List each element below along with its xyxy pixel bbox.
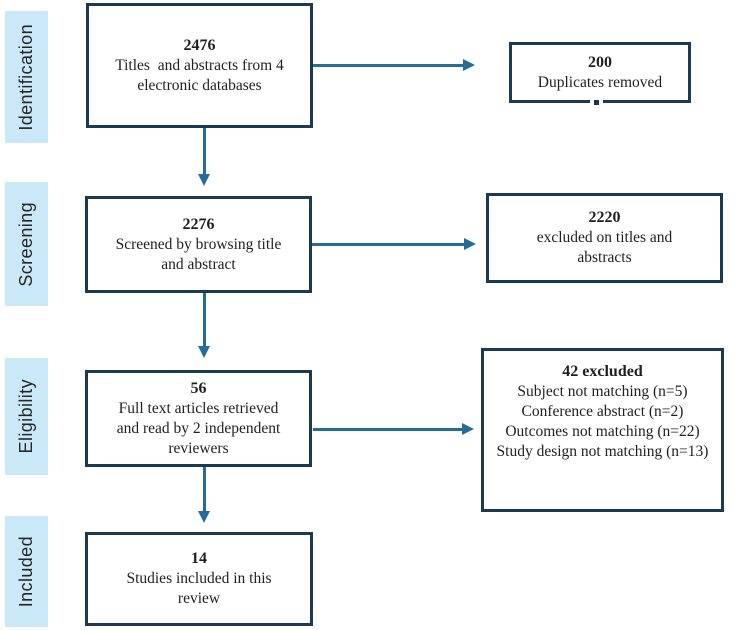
stage-label-included-text: Included [16,535,36,608]
stage-label-eligibility: Eligibility [5,358,48,475]
records-identified-line: electronic databases [137,76,262,94]
border-notch-dash [594,101,599,105]
box-records-identified: 2476 Titles and abstracts from 4 electro… [86,3,313,128]
stage-label-eligibility-text: Eligibility [16,379,36,454]
records-identified-line: Titles and abstracts from 4 [115,56,284,74]
records-screened-count: 2276 [182,215,215,233]
stage-label-identification-text: Identification [16,23,36,131]
arrow-to-fulltext-excluded-head [462,423,474,435]
records-screened-line: Screened by browsing title [115,235,282,253]
border-notch-gap [590,100,594,104]
arrow-to-duplicates-shaft [313,64,463,67]
box-fulltext-reviewed: 56 Full text articles retrieved and read… [85,370,312,467]
records-excluded-line: abstracts [577,249,632,266]
fulltext-excluded-reason: Outcomes not matching (n=22) [505,423,700,440]
box-records-excluded: 2220 excluded on titles and abstracts [486,193,723,283]
duplicates-removed-line: Duplicates removed [537,73,663,91]
fulltext-reviewed-line: Full text articles retrieved [118,399,279,417]
box-studies-included: 14 Studies included in this review [85,532,313,626]
stage-label-included: Included [5,516,48,627]
records-excluded-line: excluded on titles and [536,229,673,246]
arrow-screening-to-eligibility-shaft [203,293,206,346]
records-identified-count: 2476 [183,36,216,54]
box-duplicates-removed: 200 Duplicates removed [509,42,691,103]
arrow-to-records-excluded-shaft [312,243,464,246]
studies-included-line: review [177,590,221,607]
arrow-eligibility-to-included-head [198,511,210,523]
fulltext-reviewed-count: 56 [190,379,207,397]
stage-label-identification: Identification [5,11,48,143]
arrow-to-duplicates-head [463,59,475,71]
records-excluded-count: 2220 [588,209,621,226]
arrow-identification-to-screening-head [198,174,210,186]
arrow-identification-to-screening-shaft [203,128,206,174]
box-records-screened: 2276 Screened by browsing title and abst… [85,196,312,293]
arrow-to-records-excluded-head [464,238,476,250]
studies-included-line: Studies included in this [126,570,272,587]
stage-label-screening-text: Screening [16,201,36,287]
records-screened-line: and abstract [161,255,236,273]
box-fulltext-excluded: 42 excluded Subject not matching (n=5) C… [481,348,724,512]
stage-label-screening: Screening [5,182,48,306]
fulltext-excluded-reason: Conference abstract (n=2) [521,403,684,420]
arrow-to-fulltext-excluded-shaft [313,428,462,431]
duplicates-removed-count: 200 [588,53,612,71]
fulltext-excluded-count: 42 excluded [562,363,643,380]
arrow-eligibility-to-included-shaft [203,467,206,511]
studies-included-count: 14 [191,550,207,567]
arrow-screening-to-eligibility-head [198,346,210,358]
fulltext-excluded-reason: Subject not matching (n=5) [517,383,688,400]
border-notch-gap [599,100,603,104]
fulltext-excluded-reason: Study design not matching (n=13) [496,443,709,460]
fulltext-reviewed-line: and read by 2 independent [116,419,281,437]
fulltext-reviewed-line: reviewers [168,439,229,457]
